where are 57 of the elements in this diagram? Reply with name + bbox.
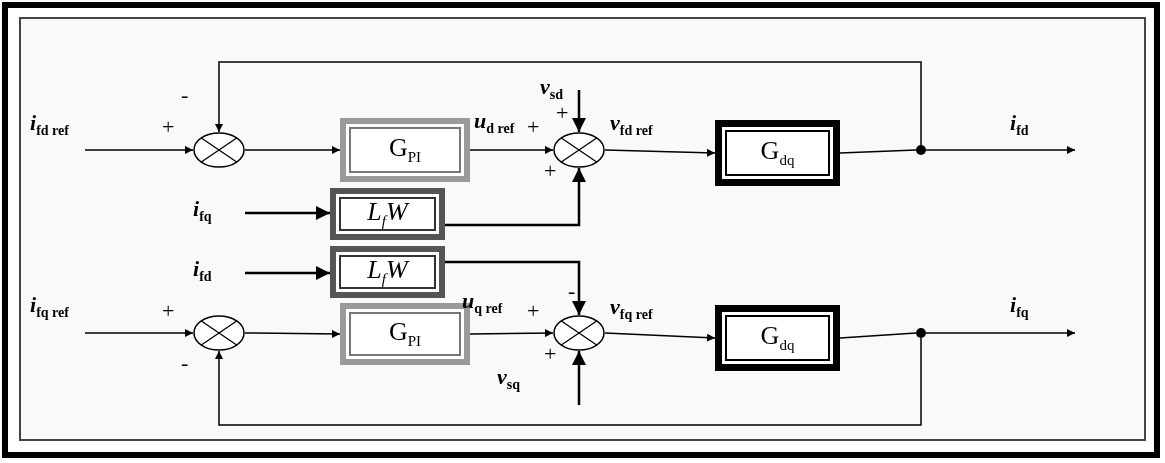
connector-line bbox=[839, 149, 917, 154]
arrow bbox=[572, 351, 586, 405]
sign-label: - bbox=[181, 84, 189, 106]
arrow bbox=[84, 146, 194, 154]
transfer-function-block bbox=[330, 246, 445, 298]
sign-label: + bbox=[162, 116, 175, 138]
block-label: L$_{f}$W bbox=[367, 256, 408, 288]
sign-label: + bbox=[544, 160, 557, 182]
arrow bbox=[925, 329, 1076, 337]
block-label: G$_{PI}$ bbox=[388, 134, 422, 166]
signal-label: i$_{fd ref}$ bbox=[30, 112, 69, 139]
arrow bbox=[445, 260, 586, 315]
signal-label: i$_{fd}$ bbox=[1010, 112, 1029, 139]
summing-junction bbox=[193, 315, 245, 351]
arrow bbox=[245, 266, 330, 280]
arrow bbox=[469, 329, 554, 338]
block-label: L$_{f}$W bbox=[367, 198, 408, 230]
transfer-function-block bbox=[340, 118, 470, 182]
sign-label: - bbox=[181, 352, 189, 374]
signal-label: v$_{fd ref}$ bbox=[610, 112, 653, 139]
signal-label: u$_{q ref}$ bbox=[462, 290, 503, 317]
arrow bbox=[469, 146, 554, 154]
transfer-function-block bbox=[330, 188, 445, 240]
arrow bbox=[604, 332, 716, 342]
signal-label: v$_{sd}$ bbox=[540, 76, 563, 103]
block-label: G$_{PI}$ bbox=[388, 318, 422, 350]
branch-point bbox=[916, 145, 926, 155]
signal-label: i$_{fq ref}$ bbox=[30, 294, 69, 321]
signal-label: u$_{d ref}$ bbox=[474, 110, 515, 137]
sign-label: + bbox=[527, 300, 540, 322]
sign-label: - bbox=[568, 280, 576, 302]
sign-label: + bbox=[544, 343, 557, 365]
signal-label: v$_{sq}$ bbox=[497, 366, 520, 393]
arrow bbox=[244, 146, 341, 154]
signal-label: v$_{fq ref}$ bbox=[610, 296, 653, 323]
sign-label: + bbox=[556, 102, 569, 124]
transfer-function-block bbox=[715, 305, 840, 371]
arrow bbox=[572, 90, 586, 132]
arrow bbox=[445, 168, 586, 227]
block-label: G$_{dq}$ bbox=[760, 322, 795, 354]
signal-label: i$_{fq}$ bbox=[193, 198, 212, 225]
arrow bbox=[215, 337, 922, 426]
block-label: G$_{dq}$ bbox=[760, 137, 795, 169]
branch-point bbox=[916, 328, 926, 338]
arrow bbox=[215, 61, 922, 146]
signal-label: i$_{fd}$ bbox=[193, 258, 212, 285]
signal-label: i$_{fq}$ bbox=[1010, 294, 1029, 321]
arrow bbox=[84, 329, 194, 337]
sign-label: + bbox=[162, 300, 175, 322]
arrow bbox=[245, 206, 330, 220]
transfer-function-block bbox=[715, 120, 840, 186]
connector-line bbox=[839, 332, 917, 339]
arrow bbox=[925, 146, 1076, 154]
summing-junction bbox=[193, 132, 245, 168]
arrow bbox=[244, 329, 341, 338]
sign-label: + bbox=[527, 116, 540, 138]
arrow bbox=[604, 148, 716, 157]
